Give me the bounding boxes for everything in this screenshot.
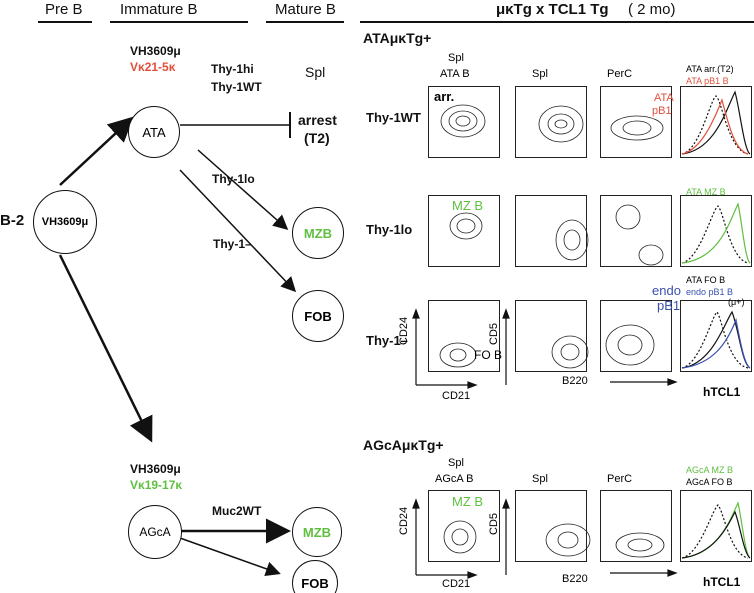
axis-label-htcl1-2: hTCL1	[703, 575, 741, 589]
contour-plot-lo-perc	[600, 195, 672, 267]
gate-label-mzb2: MZ B	[452, 494, 484, 509]
axis-label-cd5: CD5	[488, 322, 500, 345]
agca-vh-label: VH3609μ	[130, 462, 181, 476]
ata-vk-label: Vκ21-5κ	[130, 60, 176, 74]
axis-label-cd24: CD24	[398, 316, 410, 345]
axis-label-htcl1: hTCL1	[703, 385, 741, 399]
legend-ata-fob: ATA FO B	[686, 275, 726, 285]
header-mature-b: Mature B	[275, 1, 336, 18]
agca-panel-title: AGcAμκTg+	[363, 437, 444, 453]
mzb-node: MZB	[292, 207, 344, 259]
b2-node: VH3609μ	[33, 190, 97, 254]
mzb2-node: MZB	[292, 507, 342, 557]
fob-node: FOB	[292, 290, 344, 342]
agca-vk-label: Vκ19-17κ	[130, 478, 183, 492]
ata-pb1-label-2: pB1	[652, 105, 672, 117]
col3-label: PerC	[607, 68, 633, 80]
gate-label-arr: arr.	[434, 89, 455, 104]
axis-label-cd21-2: CD21	[442, 578, 471, 590]
col1-sub-label-agca: AGcA B	[435, 473, 474, 485]
axis-label-cd5-2: CD5	[488, 512, 500, 535]
arrest-label: arrest	[298, 112, 337, 128]
t2-label: (T2)	[304, 130, 330, 146]
b2-vh-label: VH3609μ	[41, 216, 89, 228]
spl-label: Spl	[305, 64, 326, 80]
ata-node-label: ATA	[142, 124, 166, 140]
fob2-node-label: FOB	[301, 575, 329, 591]
legend-agca-fob: AGcA FO B	[686, 477, 733, 487]
legend-endo-pb1: endo pB1 B	[686, 287, 734, 297]
legend-ata-mzb: ATA MZ B	[686, 187, 726, 197]
axis-label-cd24-2: CD24	[398, 506, 410, 535]
mzb-node-label: MZB	[303, 225, 333, 241]
muc2-label: Muc2WT	[212, 504, 262, 518]
legend-agca-mzb: AGcA MZ B	[686, 465, 734, 475]
ata-vh-label: VH3609μ	[130, 44, 181, 58]
col2-label-agca: Spl	[532, 473, 548, 485]
legend-ata-arr: ATA arr.(T2)	[686, 64, 734, 74]
fob-node-label: FOB	[304, 308, 332, 324]
contour-plot-neg-spl	[515, 300, 587, 372]
header-immature-b: Immature B	[120, 1, 198, 18]
header-pre-b: Pre B	[45, 1, 83, 18]
thy-hi-label: Thy-1hi	[211, 62, 254, 76]
col1-top-label: Spl	[448, 52, 464, 64]
legend-ata-pb1: ATA pB1 B	[686, 76, 729, 86]
contour-plot-wt-spl	[515, 86, 587, 158]
fob2-node: FOB	[292, 560, 338, 593]
b2-label: B-2	[0, 212, 25, 229]
col1-top-label-agca: Spl	[448, 457, 464, 469]
histogram-neg	[680, 300, 752, 372]
ata-panel-title: ATAμκTg+	[363, 30, 432, 46]
ata-pb1-label-1: ATA	[654, 92, 674, 104]
thy-wt-label: Thy-1WT	[211, 80, 262, 94]
col2-label: Spl	[532, 68, 548, 80]
endo-pb1-label-1: endo	[652, 283, 681, 298]
mzb2-node-label: MZB	[302, 524, 332, 540]
row-label-thy-neg: Thy-1–	[366, 333, 408, 348]
axis-label-b220-2: B220	[562, 573, 588, 585]
agca-node-label: AGcA	[139, 525, 171, 539]
thy-neg-label: Thy-1–	[213, 237, 252, 251]
histogram-lo	[680, 195, 752, 267]
col1-sub-label: ATA B	[440, 68, 470, 80]
legend-mu-plus: (μ+)	[728, 297, 745, 307]
gate-label-fob: FO B	[474, 348, 503, 362]
header-experiment: μκTg x TCL1 Tg	[496, 1, 609, 18]
axis-label-b220: B220	[562, 375, 588, 387]
histogram-agca	[680, 490, 752, 562]
header-age: ( 2 mo)	[628, 1, 676, 18]
agca-node: AGcA	[128, 505, 182, 559]
contour-plot-lo-spl	[515, 195, 587, 267]
contour-plot-neg-spl-ata	[428, 300, 500, 372]
gate-label-mzb: MZ B	[452, 198, 484, 213]
axis-label-cd21: CD21	[442, 390, 471, 402]
row-label-thy-wt: Thy-1WT	[366, 110, 421, 125]
histogram-wt	[680, 86, 752, 158]
col3-label-agca: PerC	[607, 473, 633, 485]
endo-pb1-label-2: pB1	[657, 298, 681, 313]
row-label-thy-lo: Thy-1lo	[366, 222, 413, 237]
thy-lo-label: Thy-1lo	[212, 172, 255, 186]
contour-plot-agca-perc	[600, 490, 672, 562]
contour-plot-agca-spl2	[515, 490, 587, 562]
ata-node: ATA	[128, 106, 180, 158]
